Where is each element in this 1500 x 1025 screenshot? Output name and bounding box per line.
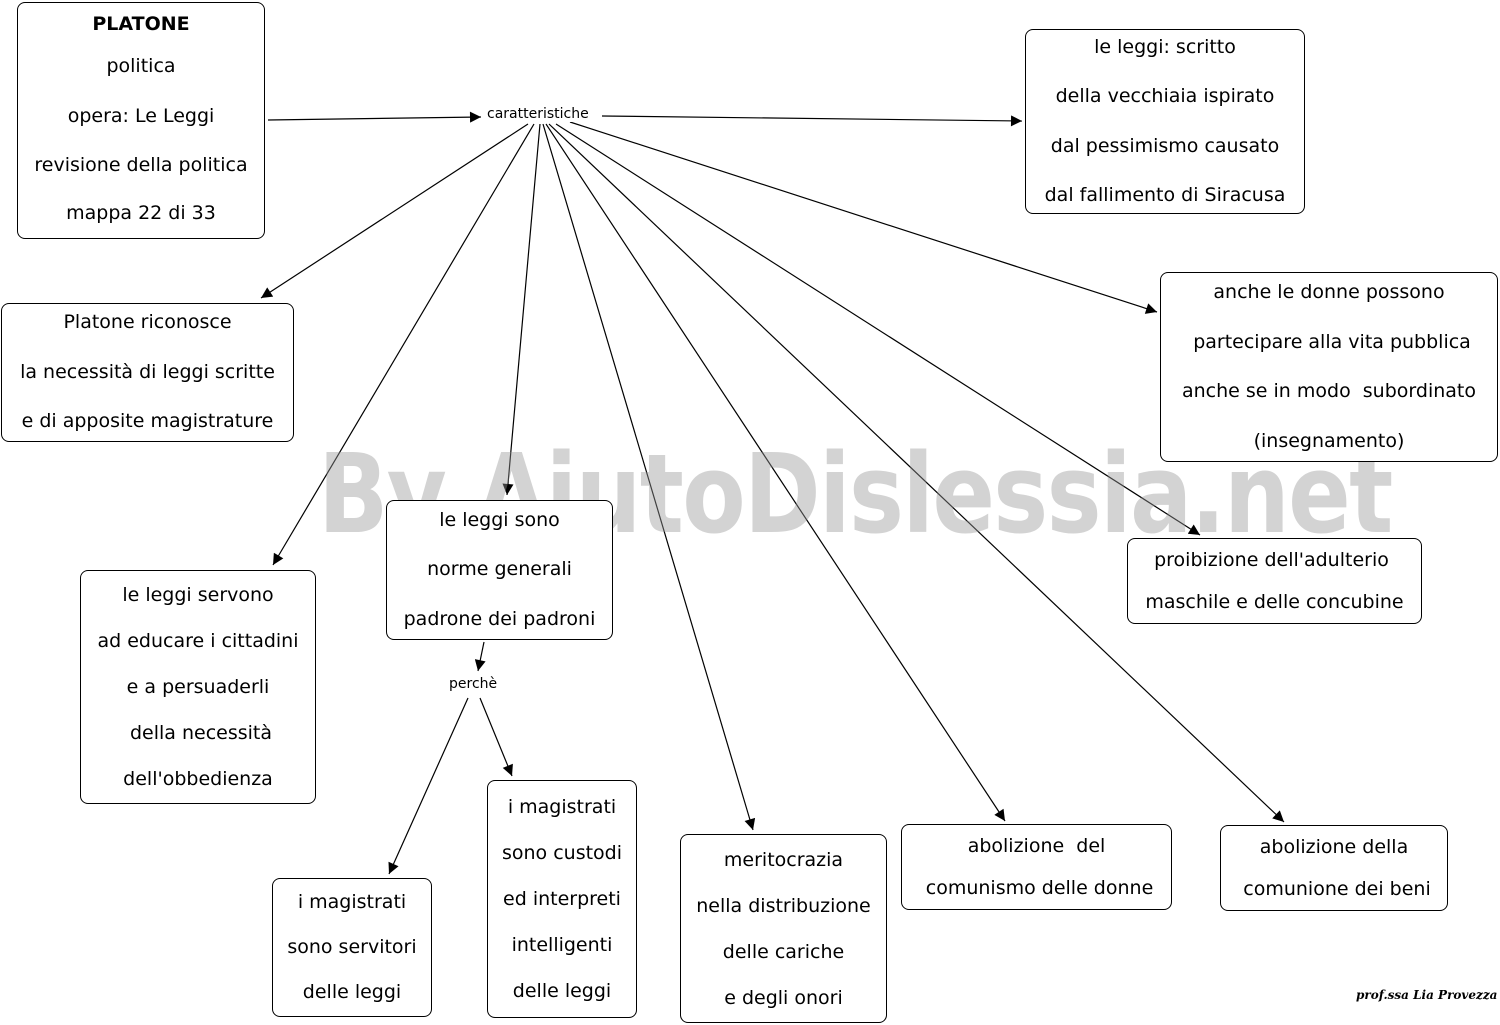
edge-perche-custodi xyxy=(479,697,513,777)
node-custodi-line: ed interpreti xyxy=(503,888,621,910)
node-sono-line: le leggi sono xyxy=(439,508,560,531)
node-abolizione-comunismo[interactable]: abolizione del comunismo delle donne xyxy=(901,824,1172,910)
node-scritto-line: dal fallimento di Siracusa xyxy=(1044,184,1286,206)
node-custodi-line: intelligenti xyxy=(511,934,613,956)
node-platone-title: PLATONE xyxy=(92,13,190,36)
edge-caratteristiche-servono xyxy=(272,123,535,566)
node-donne-line: anche le donne possono xyxy=(1213,281,1445,303)
node-platone-line: politica xyxy=(106,55,176,78)
node-servitori-line: sono servitori xyxy=(287,936,417,958)
node-meritocrazia[interactable]: meritocrazia nella distribuzione delle c… xyxy=(680,834,887,1023)
node-magistrati-custodi[interactable]: i magistrati sono custodi ed interpreti … xyxy=(487,780,637,1018)
node-sono-line: norme generali xyxy=(427,558,572,581)
node-servitori-line: i magistrati xyxy=(297,891,407,913)
edge-sono-perche xyxy=(474,641,486,672)
edge-platone-caratteristiche xyxy=(267,111,482,123)
edge-caratteristiche-meritocrazia xyxy=(542,123,756,831)
node-donne-line: (insegnamento) xyxy=(1253,429,1405,452)
node-leggi-scritto[interactable]: le leggi: scritto della vecchiaia ispira… xyxy=(1025,29,1305,214)
node-servono-line: dell'obbedienza xyxy=(123,768,273,790)
node-comunismo-line: abolizione del xyxy=(967,835,1106,857)
node-donne-line: anche se in modo subordinato xyxy=(1182,380,1476,402)
node-custodi-line: delle leggi xyxy=(512,980,612,1002)
node-platone-line: opera: Le Leggi xyxy=(67,104,215,127)
node-platone-line: revisione della politica xyxy=(34,154,248,177)
node-servono-line: della necessità xyxy=(123,722,273,744)
node-adulterio-line: maschile e delle concubine xyxy=(1145,591,1404,613)
node-leggi-sono[interactable]: le leggi sono norme generali padrone dei… xyxy=(386,500,613,640)
node-comunione-line: abolizione della xyxy=(1259,836,1409,858)
node-servono-line: ad educare i cittadini xyxy=(97,630,299,652)
node-proibizione-adulterio[interactable]: proibizione dell'adulterio maschile e de… xyxy=(1127,538,1422,624)
node-magistrati-servitori[interactable]: i magistrati sono servitori delle leggi xyxy=(272,878,432,1017)
node-sono-line: padrone dei padroni xyxy=(403,607,596,630)
node-servono-line: le leggi servono xyxy=(122,584,274,606)
node-leggi-servono[interactable]: le leggi servono ad educare i cittadini … xyxy=(80,570,316,804)
node-custodi-line: i magistrati xyxy=(507,796,617,818)
edge-caratteristiche-adulterio xyxy=(555,123,1201,536)
node-donne-vita-pubblica[interactable]: anche le donne possono partecipare alla … xyxy=(1160,272,1498,462)
node-platone-riconosce[interactable]: Platone riconosce la necessità di leggi … xyxy=(1,303,294,442)
edge-caratteristiche-scritto xyxy=(601,115,1023,127)
edge-caratteristiche-comunismo xyxy=(545,123,1006,822)
node-comunione-line: comunione dei beni xyxy=(1237,878,1431,900)
node-scritto-line: dal pessimismo causato xyxy=(1050,134,1280,157)
node-platone-line: mappa 22 di 33 xyxy=(66,201,216,224)
node-meritocrazia-line: meritocrazia xyxy=(723,848,844,871)
node-adulterio-line: proibizione dell'adulterio xyxy=(1154,549,1395,571)
node-meritocrazia-line: e degli onori xyxy=(724,986,843,1009)
edge-caratteristiche-riconosce xyxy=(260,123,529,299)
node-custodi-line: sono custodi xyxy=(501,842,623,864)
edge-perche-servitori xyxy=(388,697,469,875)
edge-caratteristiche-comunione xyxy=(548,123,1285,823)
edge-caratteristiche-sono xyxy=(502,123,541,496)
node-abolizione-comunione[interactable]: abolizione della comunione dei beni xyxy=(1220,825,1448,911)
author-signature: prof.ssa Lia Provezza xyxy=(1356,988,1498,1002)
link-label-perche: perchè xyxy=(447,676,500,692)
node-platone[interactable]: PLATONE politica opera: Le Leggi revisio… xyxy=(17,2,265,239)
edge-caratteristiche-donne xyxy=(569,121,1158,314)
node-meritocrazia-line: delle cariche xyxy=(722,940,845,963)
link-label-caratteristiche: caratteristiche xyxy=(485,106,591,122)
node-donne-line: partecipare alla vita pubblica xyxy=(1187,330,1471,353)
node-servitori-line: delle leggi xyxy=(302,981,402,1003)
node-riconosce-line: la necessità di leggi scritte xyxy=(20,360,275,383)
node-scritto-line: della vecchiaia ispirato xyxy=(1055,85,1275,107)
node-riconosce-line: Platone riconosce xyxy=(63,311,232,334)
node-riconosce-line: e di apposite magistrature xyxy=(21,410,274,433)
node-meritocrazia-line: nella distribuzione xyxy=(696,894,871,917)
node-comunismo-line: comunismo delle donne xyxy=(919,877,1154,899)
node-scritto-line: le leggi: scritto xyxy=(1094,35,1236,58)
node-servono-line: e a persuaderli xyxy=(126,676,270,698)
